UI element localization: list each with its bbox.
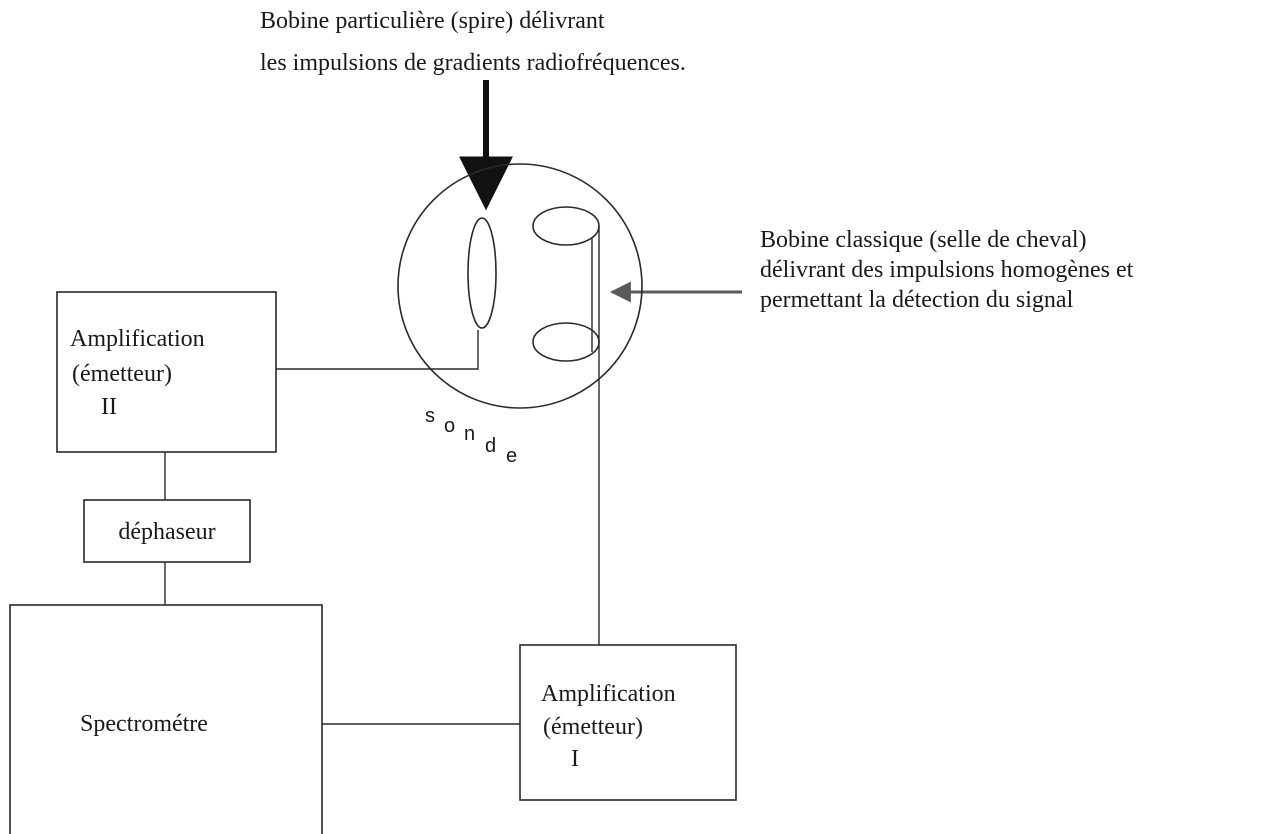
dephaseur-box xyxy=(83,499,251,563)
ampli-i-box xyxy=(519,644,737,801)
annotation-selle-line1: Bobine classique (selle de cheval) xyxy=(760,227,1087,253)
ampli-ii-line3: II xyxy=(101,394,117,420)
annotation-spire-line2: les impulsions de gradients radiofréquen… xyxy=(260,50,686,76)
annotation-selle-line3: permettant la détection du signal xyxy=(760,287,1074,313)
spectrometre-box xyxy=(9,604,323,834)
probe-circle xyxy=(397,163,643,409)
wire-ampli-ii-to-spire xyxy=(276,330,479,370)
ampli-ii-line1: Amplification xyxy=(70,326,205,352)
probe-letter-n: n xyxy=(464,423,475,445)
saddle-coil-top xyxy=(532,206,600,246)
probe-letter-d: d xyxy=(485,435,496,457)
annotation-selle-line2: délivrant des impulsions homogènes et xyxy=(760,257,1134,283)
spectrometre-label: Spectrométre xyxy=(80,711,208,737)
probe-letter-o: o xyxy=(444,415,455,437)
ampli-i-line2: (émetteur) xyxy=(543,714,643,740)
saddle-coil-bottom xyxy=(532,322,600,362)
ampli-ii-line2: (émetteur) xyxy=(72,361,172,387)
ampli-i-line3: I xyxy=(571,746,579,772)
annotation-spire-line1: Bobine particulière (spire) délivrant xyxy=(260,8,605,34)
ampli-ii-box xyxy=(56,291,277,453)
ampli-i-line1: Amplification xyxy=(541,681,676,707)
probe-letter-e: e xyxy=(506,445,517,467)
spire-coil xyxy=(467,217,497,329)
dephaseur-label: déphaseur xyxy=(118,519,215,545)
probe-letter-s: s xyxy=(425,405,435,427)
